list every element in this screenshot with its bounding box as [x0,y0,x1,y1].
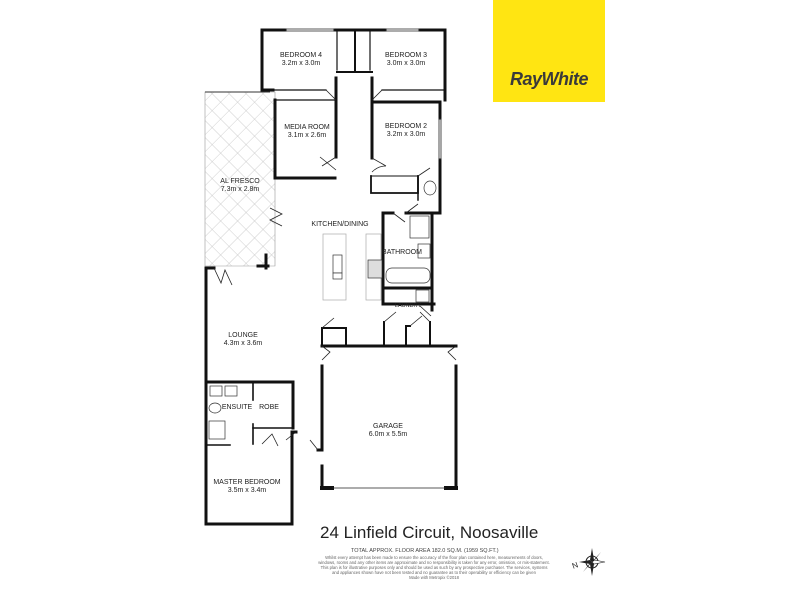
room-name: GARAGE [373,423,403,430]
alfresco-area [204,91,276,267]
room-name: KITCHEN/DINING [311,221,369,228]
brand-name: RayWhite [509,69,589,89]
walls [204,28,458,526]
room-name: AL FRESCO [220,178,260,185]
room-name: ENSUITE [221,404,253,411]
room-label-bedroom-4: BEDROOM 4 3.2m x 3.0m [280,52,322,68]
doors-windows [213,28,457,489]
room-name: MASTER BEDROOM [213,479,281,486]
room-dimensions: 3.0m x 3.0m [386,60,426,67]
room-dimensions: 7.3m x 2.8m [220,186,260,193]
fixtures [208,180,437,440]
room-label-ensuite: ENSUITE [222,404,252,412]
compass-rose-icon: N [571,548,606,576]
room-dimensions: 3.2m x 3.0m [386,131,426,138]
room-label-bathroom: BATHROOM [382,249,422,257]
room-name: BEDROOM 4 [279,52,323,59]
room-name: BATHROOM [382,249,422,256]
room-dimensions: 4.3m x 3.6m [223,340,263,347]
room-label-garage: GARAGE 6.0m x 5.5m [369,423,408,439]
room-label-robe: ROBE [259,404,279,412]
room-dimensions: 6.0m x 5.5m [368,431,408,438]
room-label-media-room: MEDIA ROOM 3.1m x 2.6m [284,124,330,140]
room-label-laundry: LAUNDRY [395,302,421,310]
property-address: 24 Linfield Circuit, Noosaville [320,523,539,542]
disclaimer-text: Whilst every attempt has been made to en… [318,555,550,575]
compass-north-label: N [571,560,580,571]
room-dimensions: 3.5m x 3.4m [227,487,267,494]
room-dimensions: 3.1m x 2.6m [287,132,327,139]
total-floor-area: TOTAL APPROX. FLOOR AREA 182.0 SQ.M. (19… [351,548,499,554]
room-label-bedroom-2: BEDROOM 2 3.2m x 3.0m [385,123,427,139]
room-name: MEDIA ROOM [284,124,330,131]
room-name: LOUNGE [228,332,258,339]
room-dimensions: 3.2m x 3.0m [281,60,321,67]
room-name: BEDROOM 2 [384,123,428,130]
room-label-lounge: LOUNGE 4.3m x 3.6m [224,332,263,348]
made-with-credit: Made with Metropix ©2018 [409,575,459,580]
room-label-bedroom-3: BEDROOM 3 3.0m x 3.0m [385,52,427,68]
room-name: ROBE [259,404,279,411]
room-name: LAUNDRY [394,303,422,309]
room-name: BEDROOM 3 [384,52,428,59]
disclaimer: Whilst every attempt has been made to en… [318,555,550,580]
room-label-kitchen-dining: KITCHEN/DINING [311,221,368,229]
room-label-master-bedroom: MASTER BEDROOM 3.5m x 3.4m [213,479,280,495]
raywhite-logo: RayWhite [493,0,605,102]
room-label-al-fresco: AL FRESCO 7.3m x 2.8m [220,178,259,194]
